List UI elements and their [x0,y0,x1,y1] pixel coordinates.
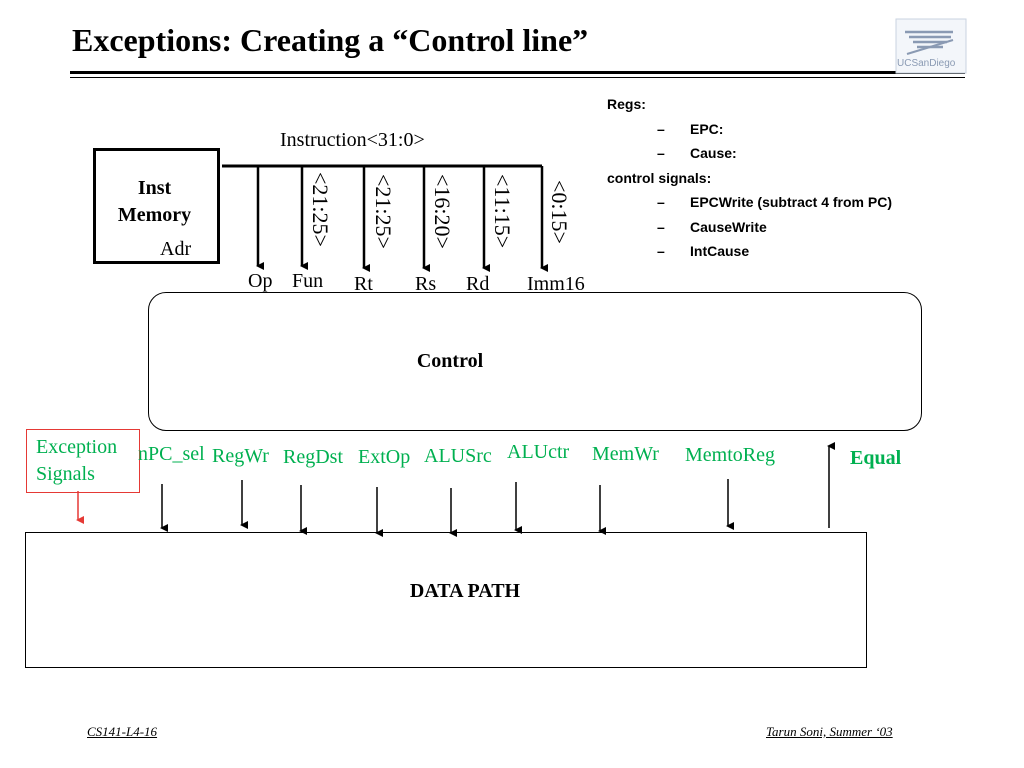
signal-intcause: IntCause [690,243,750,259]
logo-text: UCSanDiego [897,58,956,69]
output-fun: Fun [292,270,324,292]
list-item: –EPCWrite (subtract 4 from PC) [657,194,892,210]
signal-npc-sel: nPC_sel [138,443,205,465]
signal-memwr: MemWr [592,443,659,465]
field-label-rt: <21:25> [371,174,396,249]
notes-heading-signals: control signals: [607,169,712,186]
list-item: –IntCause [657,243,750,259]
instruction-bus-label: Instruction<31:0> [280,129,425,151]
output-op: Op [248,270,273,292]
notes-heading-regs: Regs: [607,96,646,112]
signal-regwr: RegWr [212,445,269,467]
output-rd: Rd [466,273,490,295]
exception-box [26,429,140,493]
signal-extop: ExtOp [358,446,411,468]
reg-cause: Cause: [690,145,737,161]
list-item: –CauseWrite [657,218,767,235]
footer-left: CS141-L4-16 [87,724,158,739]
notes-list: Regs: –EPC: –Cause: control signals: –EP… [607,92,892,264]
field-label-fun: <21:25> [308,172,333,247]
title-rule-thin [70,77,965,78]
list-item: –Cause: [657,145,737,161]
list-item: –EPC: [657,120,724,137]
signal-causewrite: CauseWrite [690,218,767,235]
output-rs: Rs [415,273,437,295]
field-label-rs: <16:20> [430,174,455,249]
adr-label: Adr [160,238,192,260]
field-label-rd: <11:15> [490,174,515,249]
signal-alusrc: ALUSrc [424,445,492,467]
signal-memtoreg: MemtoReg [685,444,775,466]
exception-label: Exception Signals [36,436,118,485]
title-rule-thick [70,71,965,74]
page-title: Exceptions: Creating a “Control line” [72,22,589,58]
control-box [148,292,922,431]
output-rt: Rt [354,273,373,295]
reg-epc: EPC: [690,120,724,137]
datapath-box [25,532,867,668]
output-imm16: Imm16 [527,273,585,295]
signal-aluctr: ALUctr [507,441,570,463]
signal-equal: Equal [850,447,902,469]
footer-right: Tarun Soni, Summer ‘03 [766,724,893,739]
control-label: Control [416,350,484,372]
datapath-label: DATA PATH [409,580,521,602]
signal-epcwrite: EPCWrite (subtract 4 from PC) [690,194,892,210]
signal-regdst: RegDst [283,446,343,468]
field-label-imm: <0:15> [547,180,572,244]
ucsd-logo [895,18,967,74]
inst-memory-label: Inst Memory [117,177,192,226]
inst-memory-box [93,148,220,264]
